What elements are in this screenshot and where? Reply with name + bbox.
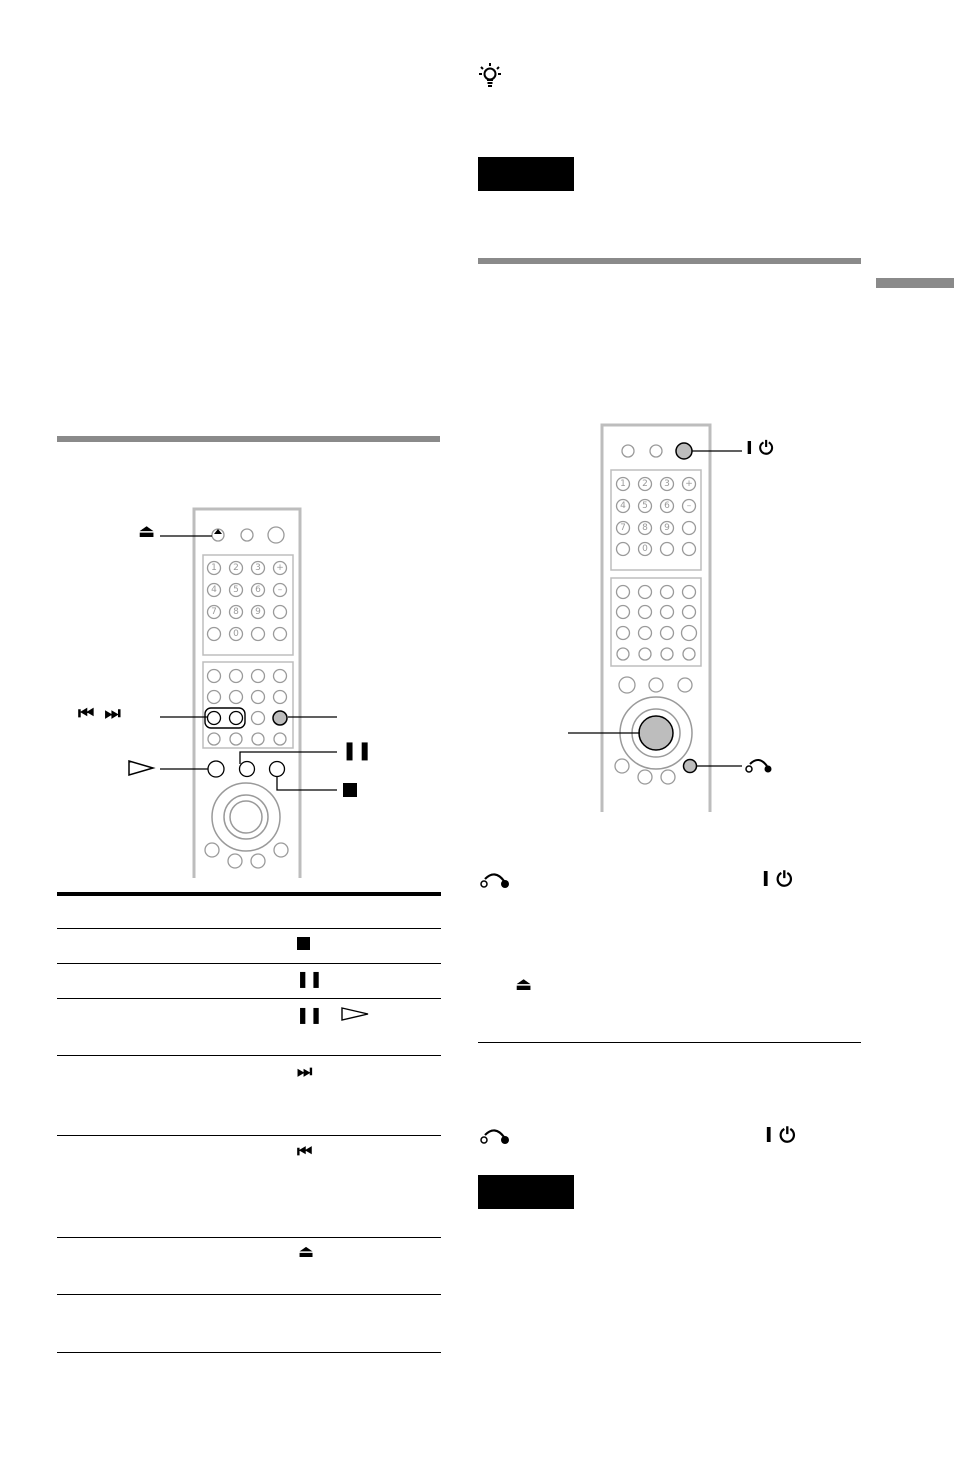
section-rule-left bbox=[57, 436, 440, 442]
svg-text:1: 1 bbox=[211, 563, 217, 573]
return-icon bbox=[480, 873, 509, 888]
return-callout-icon bbox=[745, 759, 772, 773]
lightbulb-icon bbox=[479, 63, 501, 87]
svg-text:1: 1 bbox=[620, 479, 626, 489]
svg-text:7: 7 bbox=[211, 607, 217, 617]
svg-text:2: 2 bbox=[642, 479, 648, 489]
svg-text:9: 9 bbox=[255, 607, 261, 617]
notes-label-box bbox=[478, 157, 574, 191]
play-callout-icon bbox=[128, 760, 156, 776]
prev-icon: ⏮ bbox=[297, 1142, 313, 1162]
table-row-rule bbox=[57, 1237, 441, 1238]
eject-icon: ⏏ bbox=[515, 974, 533, 995]
table-row-rule bbox=[57, 1135, 441, 1136]
eject-icon: ⏏ bbox=[298, 1242, 315, 1262]
svg-text:+: + bbox=[685, 479, 693, 489]
svg-text:8: 8 bbox=[233, 607, 239, 617]
svg-text:4: 4 bbox=[211, 585, 217, 595]
pause-callout-icon: ❚❚ bbox=[342, 740, 373, 761]
side-tab bbox=[876, 278, 954, 288]
next-icon: ⏭ bbox=[297, 1062, 313, 1082]
section-divider bbox=[478, 1042, 861, 1043]
pause-icon: ❚❚ bbox=[296, 1005, 323, 1024]
svg-text:+: + bbox=[276, 563, 284, 573]
svg-text:3: 3 bbox=[255, 563, 261, 573]
svg-text:0: 0 bbox=[642, 544, 648, 554]
section-rule-right bbox=[478, 258, 861, 264]
table-row-rule bbox=[57, 928, 441, 929]
table-bottom-rule bbox=[57, 1352, 441, 1353]
svg-text:–: – bbox=[278, 585, 283, 595]
power-callout-icon: I ⏻ bbox=[746, 438, 774, 459]
svg-text:5: 5 bbox=[233, 585, 239, 595]
svg-text:7: 7 bbox=[620, 523, 626, 533]
svg-text:2: 2 bbox=[233, 563, 239, 573]
table-row-rule bbox=[57, 1294, 441, 1295]
power-icon: I ⏻ bbox=[765, 1123, 796, 1147]
stop-callout-icon bbox=[343, 783, 357, 797]
svg-text:5: 5 bbox=[642, 501, 648, 511]
table-row-rule bbox=[57, 998, 441, 999]
table-row-rule bbox=[57, 963, 441, 964]
svg-text:4: 4 bbox=[620, 501, 626, 511]
svg-text:–: – bbox=[687, 501, 692, 511]
svg-text:0: 0 bbox=[233, 629, 239, 639]
table-top-rule bbox=[57, 892, 441, 896]
return-icon bbox=[480, 1129, 509, 1144]
pause-icon: ❚❚ bbox=[296, 969, 323, 988]
power-icon-text: I ⏻ bbox=[762, 867, 793, 891]
prev-next-callout-icon: ⏮ ⏭ bbox=[78, 703, 123, 724]
svg-text:8: 8 bbox=[642, 523, 648, 533]
svg-text:6: 6 bbox=[664, 501, 670, 511]
play-icon bbox=[341, 1007, 369, 1021]
table-row-rule bbox=[57, 1055, 441, 1056]
svg-text:6: 6 bbox=[255, 585, 261, 595]
stop-icon bbox=[297, 937, 310, 950]
notes-label-box bbox=[478, 1175, 574, 1209]
svg-text:9: 9 bbox=[664, 523, 670, 533]
eject-callout-icon: ⏏ bbox=[138, 521, 156, 542]
svg-text:3: 3 bbox=[664, 479, 670, 489]
